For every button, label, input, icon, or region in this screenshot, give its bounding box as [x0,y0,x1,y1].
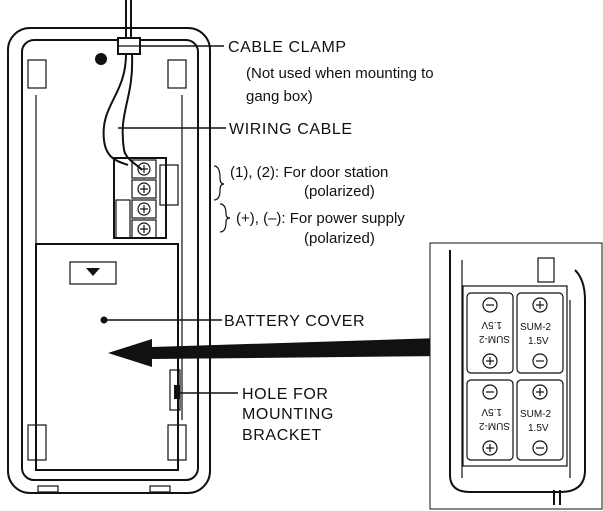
pointer-arrow [108,338,445,367]
battery-inset: SUM-2 1.5V SUM-2 1.5V SUM-2 1.5V SUM [429,242,603,510]
svg-text:1.5V: 1.5V [528,336,549,347]
label-hole-2: MOUNTING [242,406,334,423]
label-battery-cover: BATTERY COVER [224,313,365,330]
terminal-screw-minus [131,219,157,239]
terminal-screw-1 [131,159,157,179]
svg-text:1.5V: 1.5V [528,423,549,434]
label-power-supply: (+), (–): For power supply [236,210,405,227]
label-cable-clamp-note-1: (Not used when mounting to [246,65,434,82]
terminal-block [113,157,179,239]
label-hole-3: BRACKET [242,427,322,444]
battery-cell-3: SUM-2 1.5V [466,379,514,461]
label-door-station-polarized: (polarized) [304,183,375,200]
battery-cell-1: SUM-2 1.5V [466,292,514,374]
callout-labels: CABLE CLAMP (Not used when mounting to g… [224,39,434,444]
screw-icon [95,53,107,65]
svg-text:1.5V: 1.5V [481,319,502,330]
unit-housing [7,27,211,494]
terminal-screw-2 [131,179,157,199]
label-wiring-cable: WIRING CABLE [229,121,353,138]
label-hole-1: HOLE FOR [242,386,329,403]
terminal-screw-plus [131,199,157,219]
label-door-station: (1), (2): For door station [230,164,388,181]
svg-text:SUM-2: SUM-2 [520,322,552,333]
wiring-cable [102,53,143,171]
label-cable-clamp-note-2: gang box) [246,88,313,105]
svg-text:SUM-2: SUM-2 [478,420,510,431]
svg-text:SUM-2: SUM-2 [478,333,510,344]
label-cable-clamp: CABLE CLAMP [228,39,347,56]
label-power-supply-polarized: (polarized) [304,230,375,247]
leader-lines [104,45,238,394]
battery-cell-2: SUM-2 1.5V [516,292,564,374]
svg-text:SUM-2: SUM-2 [520,409,552,420]
svg-text:1.5V: 1.5V [481,406,502,417]
battery-cell-4: SUM-2 1.5V [516,379,564,461]
